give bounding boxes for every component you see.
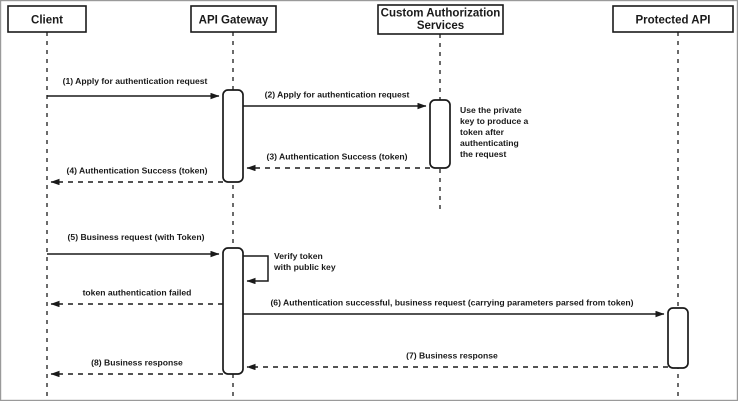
message-2[interactable]: (2) Apply for authentication request bbox=[243, 90, 427, 110]
message-8-label: (8) Business response bbox=[91, 358, 183, 368]
activation-gateway-2 bbox=[222, 247, 244, 375]
participant-api[interactable]: Protected API bbox=[612, 5, 734, 33]
message-self-verify-token-label-line1: Verify token bbox=[274, 251, 323, 261]
participant-auth[interactable]: Custom Authorization Services bbox=[377, 4, 504, 35]
participant-label-api: Protected API bbox=[636, 15, 711, 27]
message-4[interactable]: (4) Authentication Success (token) bbox=[50, 166, 223, 186]
message-7[interactable]: (7) Business response bbox=[246, 351, 668, 371]
message-token-auth-failed[interactable]: token authentication failed bbox=[50, 288, 223, 308]
participant-label-gateway: API Gateway bbox=[199, 15, 269, 27]
message-1[interactable]: (1) Apply for authentication request bbox=[47, 76, 220, 100]
note-private-key: Use the private key to produce a token a… bbox=[460, 105, 529, 159]
participant-label-auth-line2: Services bbox=[417, 20, 464, 32]
message-6-label: (6) Authentication successful, business … bbox=[270, 298, 633, 308]
message-self-verify-token[interactable]: Verify token with public key bbox=[243, 251, 336, 285]
message-7-label: (7) Business response bbox=[406, 351, 498, 361]
message-4-label: (4) Authentication Success (token) bbox=[66, 166, 207, 176]
message-6[interactable]: (6) Authentication successful, business … bbox=[243, 298, 665, 318]
activation-api-1 bbox=[667, 307, 689, 369]
note-private-key-line-3: token after bbox=[460, 127, 505, 137]
message-3-label: (3) Authentication Success (token) bbox=[266, 152, 407, 162]
participant-gateway[interactable]: API Gateway bbox=[190, 5, 277, 33]
message-5-label: (5) Business request (with Token) bbox=[68, 232, 205, 242]
note-private-key-line-2: key to produce a bbox=[460, 116, 529, 126]
participant-label-client: Client bbox=[31, 15, 63, 27]
activation-gateway-1 bbox=[222, 89, 244, 183]
message-token-auth-failed-label: token authentication failed bbox=[83, 288, 192, 298]
participant-label-auth-line1: Custom Authorization bbox=[381, 8, 501, 20]
participant-client[interactable]: Client bbox=[7, 5, 87, 33]
message-3[interactable]: (3) Authentication Success (token) bbox=[246, 152, 430, 172]
message-5[interactable]: (5) Business request (with Token) bbox=[47, 232, 220, 258]
message-2-label: (2) Apply for authentication request bbox=[265, 90, 410, 100]
message-1-label: (1) Apply for authentication request bbox=[63, 76, 208, 86]
note-private-key-line-4: authenticating bbox=[460, 138, 519, 148]
note-private-key-line-5: the request bbox=[460, 149, 506, 159]
note-private-key-line-1: Use the private bbox=[460, 105, 522, 115]
activation-auth-1 bbox=[429, 99, 451, 169]
message-8[interactable]: (8) Business response bbox=[50, 358, 223, 378]
message-self-verify-token-label-line2: with public key bbox=[273, 262, 336, 272]
